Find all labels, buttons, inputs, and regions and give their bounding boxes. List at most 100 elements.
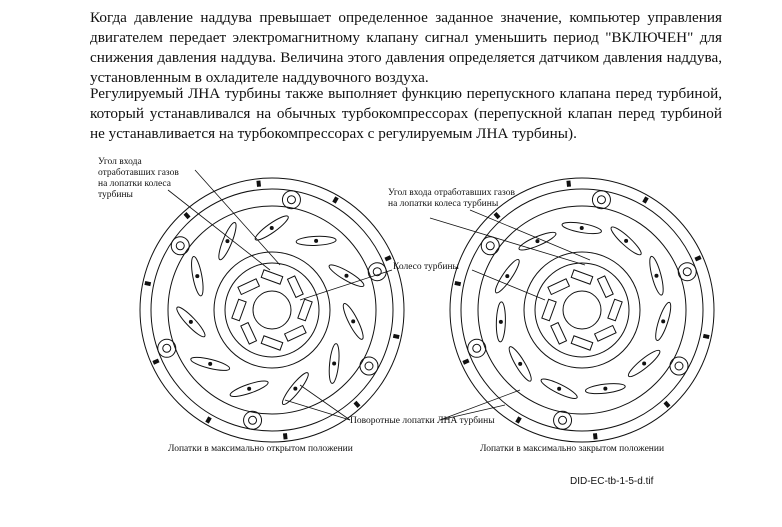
wheel-blade (231, 298, 247, 322)
vane-pivot (654, 273, 659, 278)
vane-pivot (624, 238, 629, 243)
ring-pin (183, 212, 191, 220)
vane-pivot (225, 239, 230, 244)
wheel-rim (224, 262, 320, 358)
wheel-blade (541, 298, 557, 322)
wheel-blade (570, 335, 594, 351)
wheel-blade (570, 269, 594, 285)
nozzle-ring (477, 205, 687, 415)
vane-pivot (535, 239, 540, 244)
vane-pivot (208, 361, 213, 366)
vane-pivot (351, 319, 356, 324)
bolt-hole-inner (596, 195, 606, 205)
vane-pivot (661, 319, 666, 324)
bolt-hole-inner (162, 343, 172, 353)
turbine-open-vanes (139, 177, 405, 443)
leader-vanes-left-2 (284, 399, 351, 421)
wheel-blade (286, 275, 304, 299)
wheel-hub (252, 290, 292, 330)
ring-pin (515, 416, 522, 424)
vane-pivot (314, 238, 319, 243)
wheel-blade (550, 321, 568, 345)
ring-pin (205, 416, 212, 424)
bolt-hole (243, 410, 263, 430)
wheel-blade (240, 321, 258, 345)
bolt-hole-inner (286, 195, 296, 205)
wheel-blade (237, 278, 261, 296)
leader-angle-right-2 (469, 209, 591, 261)
ring-pin (152, 358, 160, 365)
leader-angle-left (167, 189, 271, 271)
vane-pivot (518, 361, 523, 366)
ring-pin (256, 180, 262, 187)
bolt-hole-inner (485, 241, 495, 251)
bolt-hole (367, 262, 387, 282)
vane-pivot (269, 226, 274, 231)
vane-pivot (505, 274, 510, 279)
bolt-hole (553, 410, 573, 430)
vane-pivot (498, 319, 503, 324)
vane-pivot (642, 361, 647, 366)
bolt-hole (467, 338, 487, 358)
bolt-hole-inner (558, 415, 568, 425)
outer-ring (449, 177, 715, 443)
vane-pivot (195, 274, 200, 279)
bolt-hole (591, 190, 611, 210)
ring-pin (144, 281, 152, 287)
ring-pin (454, 281, 462, 287)
turbine-closed-vanes (449, 177, 715, 443)
bolt-hole (359, 356, 379, 376)
wheel-blade (260, 269, 284, 285)
vane-pivot (332, 361, 337, 366)
ring-pin (493, 212, 501, 220)
ring-pin (694, 255, 702, 262)
bolt-hole (157, 338, 177, 358)
vane-pivot (188, 319, 193, 324)
ring-pin (282, 433, 288, 440)
wheel-blade (593, 324, 617, 342)
wheel-rim (534, 262, 630, 358)
label-angle-left: Угол входа отработавших газов на лопатки… (98, 157, 179, 200)
ring-pin (592, 433, 598, 440)
bolt-hole-inner (248, 415, 258, 425)
wheel-blade (547, 278, 571, 296)
leader-vanes-right-2 (439, 404, 506, 421)
leader-wheel-right (471, 269, 546, 301)
wheel-blade (607, 298, 623, 322)
ring-pin (642, 196, 649, 204)
wheel-hub (562, 290, 602, 330)
vane-pivot (557, 386, 562, 391)
bolt-hole-inner (682, 267, 692, 277)
bolt-hole-inner (175, 241, 185, 251)
bolt-hole-inner (372, 267, 382, 277)
caption-closed-position: Лопатки в максимально закрытом положении (480, 444, 665, 454)
outer-ring-inner (460, 188, 704, 432)
vane-pivot (579, 226, 584, 231)
caption-open-position: Лопатки в максимально открытом положении (168, 444, 353, 454)
wheel-outer (213, 251, 331, 369)
leader-angle-left-2 (194, 169, 281, 266)
bolt-hole (480, 236, 500, 256)
bolt-hole (669, 356, 689, 376)
paragraph-vgt-function: Регулируемый ЛНА турбины также выполняет… (90, 85, 722, 142)
vane-pivot (247, 386, 252, 391)
ring-pin (663, 400, 671, 408)
bolt-hole (170, 236, 190, 256)
leader-angle-right (429, 217, 586, 266)
nozzle-ring (167, 205, 377, 415)
wheel-blade (260, 335, 284, 351)
ring-pin (462, 358, 470, 365)
ring-pin (384, 255, 392, 262)
paragraph-boost-pressure: Когда давление наддува превышает определ… (90, 9, 722, 86)
leader-wheel-left (299, 269, 393, 301)
ring-pin (332, 196, 339, 204)
leader-vanes-right (439, 389, 521, 421)
label-angle-right: Угол входа отработавших газов на лопатки… (388, 188, 515, 209)
bolt-hole-inner (364, 361, 374, 371)
wheel-blade (297, 298, 313, 322)
ring-pin (566, 180, 572, 187)
leader-lines (167, 169, 591, 421)
vane-pivot (603, 386, 608, 391)
leader-vanes-left (299, 384, 351, 421)
